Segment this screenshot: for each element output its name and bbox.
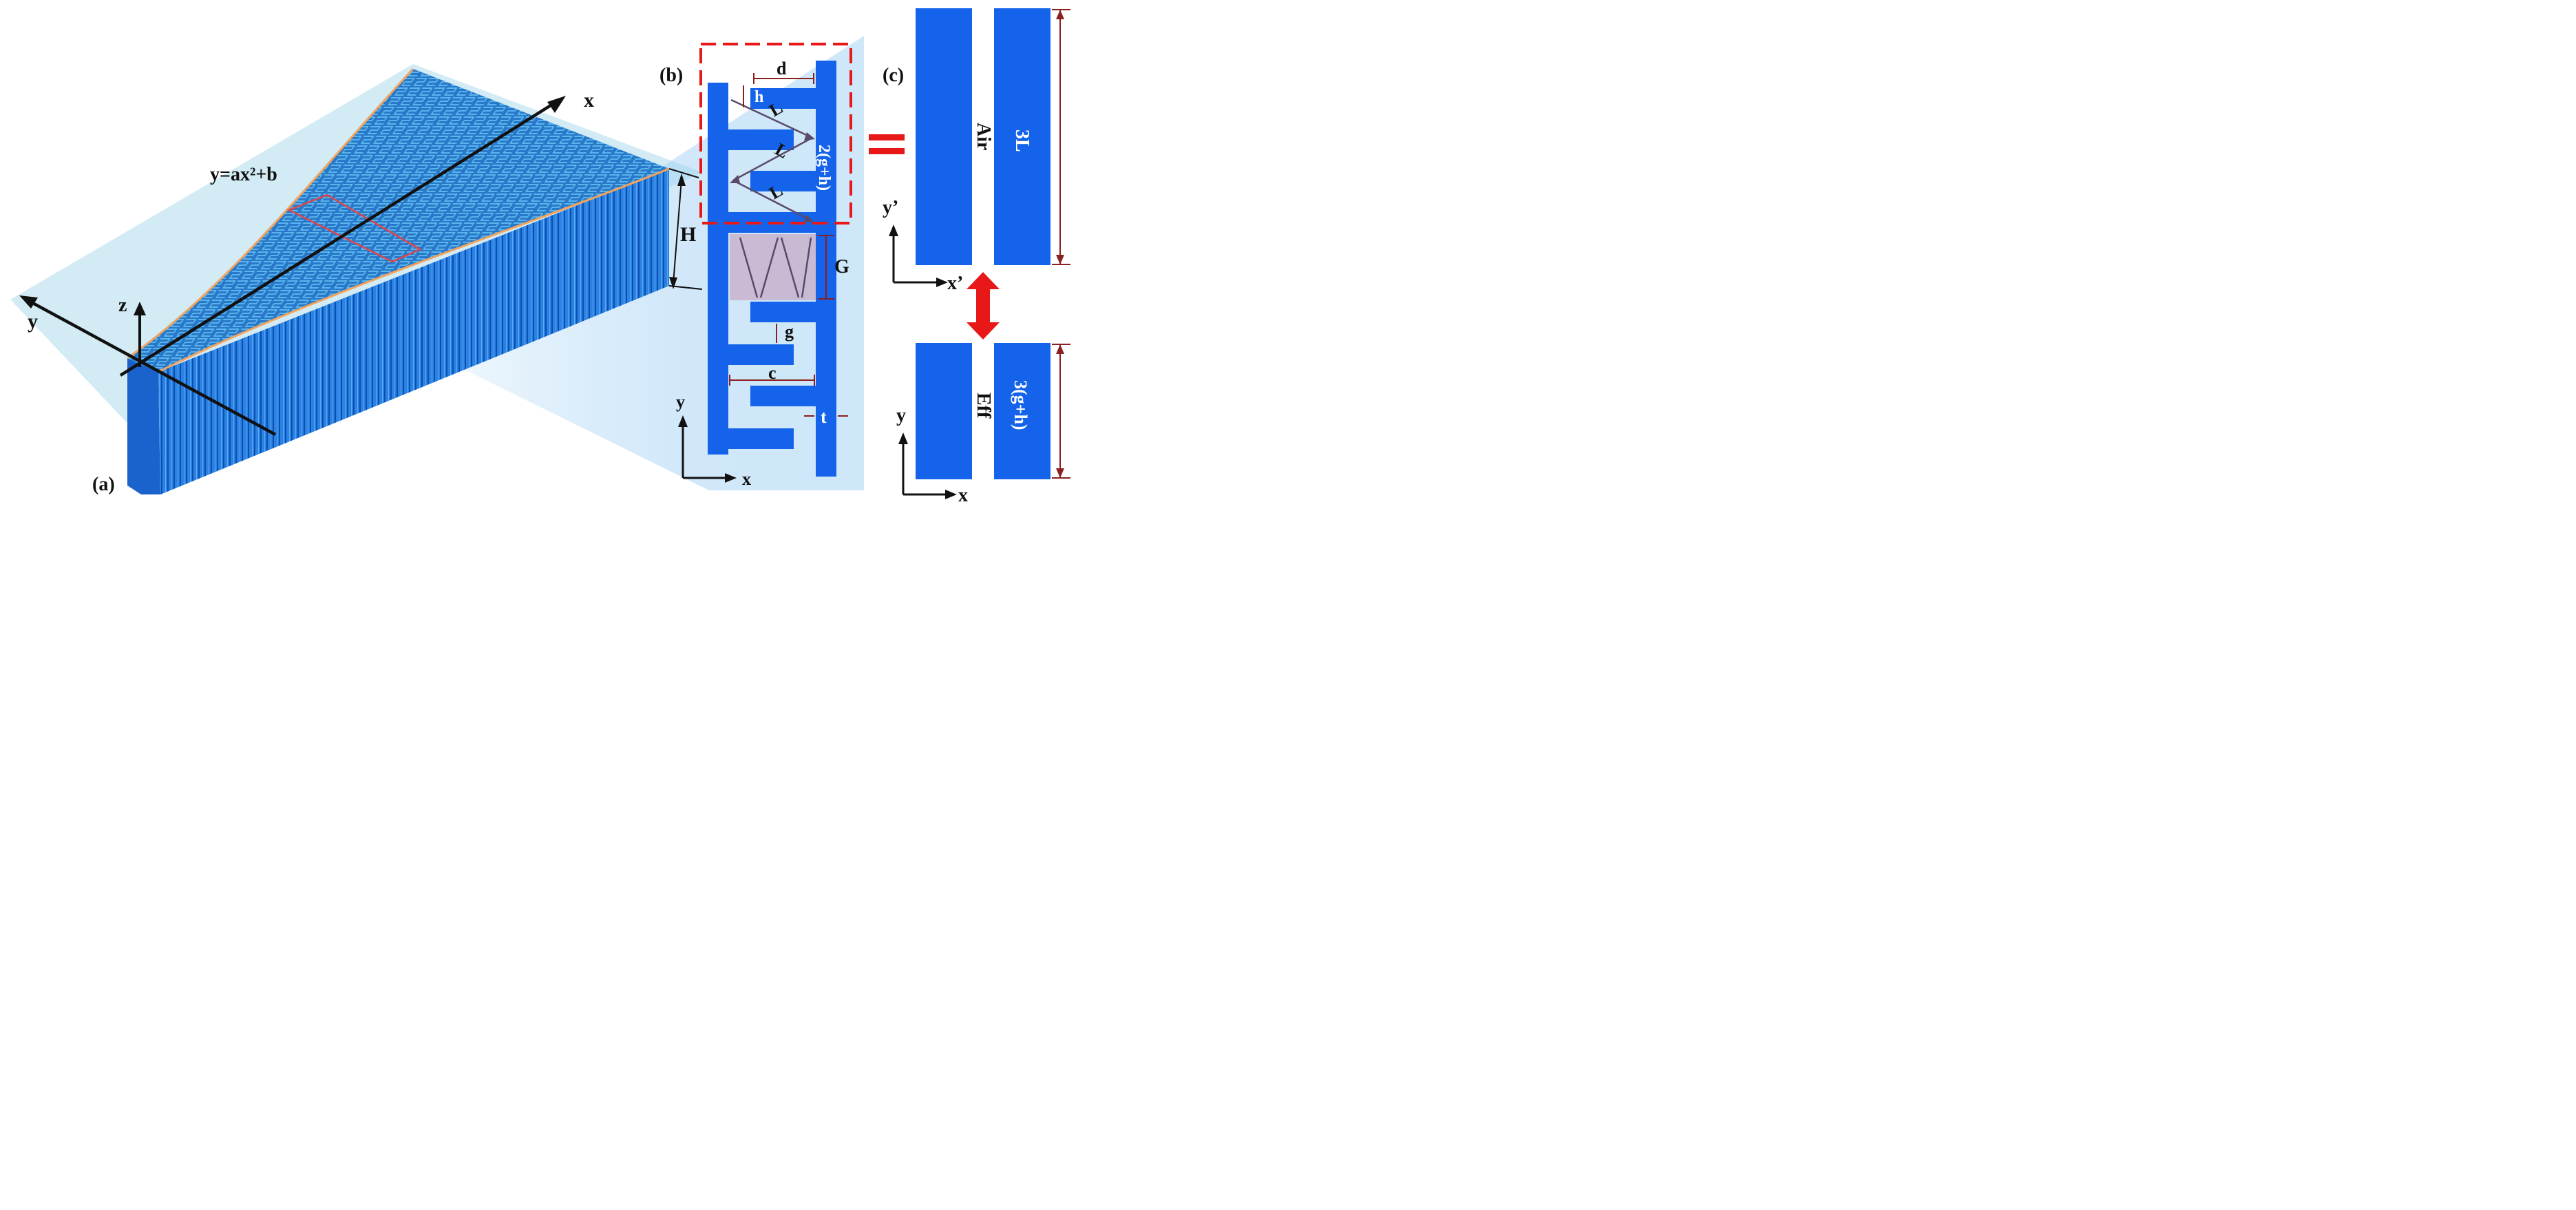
y-axis-line xyxy=(28,300,277,436)
eff-left-bar xyxy=(916,343,972,479)
finger xyxy=(728,344,794,365)
panel-c-label: (c) xyxy=(883,65,904,86)
h-dim-line xyxy=(673,178,682,284)
side-walls xyxy=(158,169,669,494)
finger xyxy=(750,386,816,406)
finger xyxy=(750,302,816,322)
finger xyxy=(728,428,794,449)
c-top-y-axis-label: y’ xyxy=(883,197,898,218)
b-x-arrow-icon xyxy=(725,473,737,483)
parabola-curve-front xyxy=(158,167,670,373)
air-left-bar xyxy=(916,8,972,265)
front-end-block xyxy=(127,358,160,494)
b-y-axis-label: y xyxy=(676,392,685,412)
arrow-icon xyxy=(804,132,815,140)
h-dim-arrow-bottom-icon xyxy=(669,277,677,289)
z-axis-arrow-icon xyxy=(134,302,146,315)
c-bottom-x-arrow-icon xyxy=(945,490,957,499)
3gh-label: 3(g+h) xyxy=(1011,380,1031,430)
c-bottom-x-axis-label: x xyxy=(958,485,968,506)
left-spine xyxy=(708,83,728,455)
finger xyxy=(728,129,794,150)
x-axis-arrow-icon xyxy=(547,96,566,113)
parabola-equation: y=ax²+b xyxy=(210,164,277,185)
z-axis-label: z xyxy=(118,295,127,316)
h-label: h xyxy=(754,88,763,106)
meander-top-surface xyxy=(127,69,669,372)
dim-arrow-icon xyxy=(1056,468,1064,478)
eff-right-bar xyxy=(994,343,1051,479)
panel-b: (b) d h L L L 2(g+h) G g c t y x xyxy=(659,43,852,489)
3L-label: 3L xyxy=(1011,129,1033,152)
equals-icon xyxy=(869,148,905,154)
d-label: d xyxy=(777,59,787,79)
y-axis-arrow-icon xyxy=(19,295,38,309)
dim-arrow-icon xyxy=(1056,10,1064,19)
h-dim-top-tick xyxy=(668,168,699,178)
h-dim-arrow-top-icon xyxy=(677,174,686,186)
finger xyxy=(750,171,816,191)
dim-arrow-icon xyxy=(1056,255,1064,264)
panel-a-label: (a) xyxy=(92,474,115,495)
span-label: 2(g+h) xyxy=(815,145,833,191)
panel-c: (c) Air 3L Eff 3(g+h) y’ x’ y x xyxy=(869,8,1070,506)
y-axis-label: y xyxy=(28,310,38,333)
x-axis-label: x xyxy=(584,89,594,112)
parabola-curve-back xyxy=(127,67,414,359)
h-dim-bottom-tick xyxy=(668,285,703,290)
unit-cell-highlight xyxy=(286,194,422,263)
G-label: G xyxy=(834,256,849,278)
air-label: Air xyxy=(973,123,994,150)
eff-label: Eff xyxy=(973,393,994,419)
air-right-bar xyxy=(994,8,1051,265)
arrow-icon xyxy=(730,175,740,183)
c-top-x-axis-label: x’ xyxy=(947,273,963,294)
t-label: t xyxy=(821,407,827,427)
equals-icon xyxy=(869,134,905,140)
height-label: H xyxy=(680,223,696,246)
c-bottom-y-axis-label: y xyxy=(896,405,906,426)
finger xyxy=(750,88,816,109)
figure: x y z y=ax²+b H (a) xyxy=(0,0,1079,507)
equivalence-double-arrow-icon xyxy=(967,272,1000,340)
panel-a: x y z y=ax²+b H (a) xyxy=(10,36,864,495)
c-label: c xyxy=(768,363,777,383)
arrow-icon xyxy=(804,215,814,222)
unit-cell-box xyxy=(699,43,852,225)
b-y-arrow-icon xyxy=(678,415,688,427)
zigzag-paths xyxy=(730,98,813,222)
x-axis-line xyxy=(119,101,558,377)
effective-zone xyxy=(730,234,816,300)
c-top-y-arrow-icon xyxy=(889,225,898,236)
dim-arrow-icon xyxy=(1056,344,1064,354)
figure-svg: x y z y=ax²+b H (a) xyxy=(10,8,1070,506)
zigzag-effective xyxy=(739,237,812,298)
c-bottom-y-arrow-icon xyxy=(898,432,908,444)
c-top-x-arrow-icon xyxy=(936,278,948,287)
g-label: g xyxy=(785,322,794,342)
panel-b-label: (b) xyxy=(659,65,683,86)
b-x-axis-label: x xyxy=(742,469,751,489)
